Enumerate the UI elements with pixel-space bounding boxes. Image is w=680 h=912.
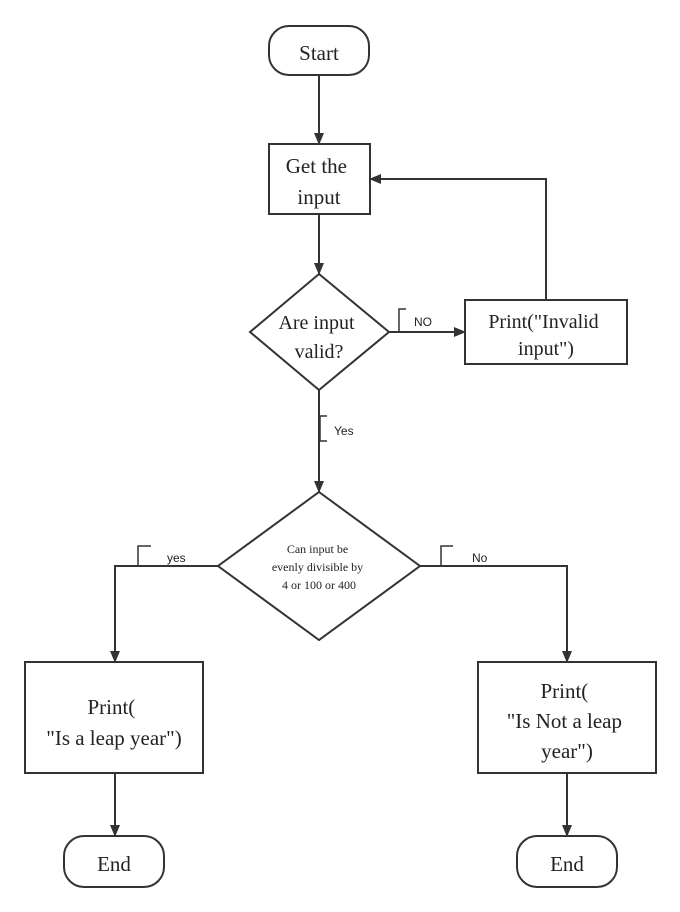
label-brackets (137, 308, 453, 567)
print-not-leap-label: Print( "Is Not a leap year") (507, 679, 628, 763)
end-left-terminal (63, 835, 165, 888)
bracket-yes-valid (319, 415, 327, 442)
print-leap-process (24, 661, 204, 774)
end-right-label: End (550, 852, 584, 876)
label-no-invalid: NO (414, 315, 432, 329)
bracket-no-leap (440, 545, 453, 567)
start-terminal (268, 25, 370, 76)
valid-decision-label: Are input valid? (278, 312, 359, 363)
get-input-line-1: Get the (286, 154, 347, 178)
end-right-terminal (516, 835, 618, 888)
print-invalid-label: Print("Invalid input") (488, 311, 603, 360)
print-invalid-line-2: input") (518, 338, 574, 360)
divisible-line-1: Can input be (287, 542, 348, 556)
get-input-label: Get the input (286, 154, 352, 209)
print-leap-line-2: "Is a leap year") (46, 726, 182, 750)
bracket-yes-leap (137, 545, 151, 567)
edge-divisible-to-not-leap (420, 565, 572, 663)
valid-line-2: valid? (295, 341, 344, 363)
print-leap-label: Print( "Is a leap year") (46, 695, 182, 750)
print-not-leap-line-1: Print( (540, 679, 588, 703)
divisible-decision (216, 490, 422, 642)
bracket-no-invalid (398, 308, 406, 333)
print-invalid-line-1: Print("Invalid (488, 311, 598, 333)
print-invalid-process (464, 299, 628, 365)
end-left-label: End (97, 852, 131, 876)
divisible-decision-label: Can input be evenly divisible by 4 or 10… (272, 542, 366, 592)
get-input-line-2: input (297, 185, 340, 209)
divisible-line-3: 4 or 100 or 400 (282, 578, 356, 592)
print-not-leap-line-2: "Is Not a leap (507, 709, 622, 733)
print-not-leap-line-3: year") (541, 739, 593, 763)
valid-line-1: Are input (278, 312, 355, 334)
print-not-leap-process (477, 661, 657, 774)
divisible-line-2: evenly divisible by (272, 560, 363, 574)
get-input-process (268, 143, 371, 215)
valid-decision (248, 272, 391, 392)
edge-invalid-loop-back (369, 174, 547, 300)
start-label: Start (299, 41, 339, 65)
edge-divisible-to-leap (110, 565, 218, 663)
label-yes-valid: Yes (334, 424, 354, 438)
label-yes-leap: yes (167, 551, 186, 565)
print-leap-line-1: Print( (87, 695, 135, 719)
label-no-leap: No (472, 551, 488, 565)
